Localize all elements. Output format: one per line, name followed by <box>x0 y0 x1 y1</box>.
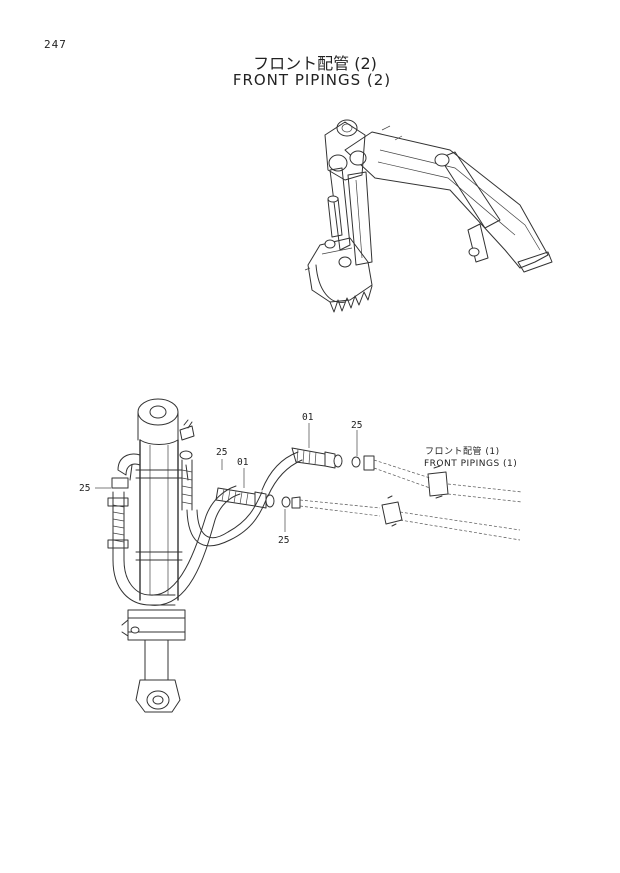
reference-label-japanese: フロント配管 (1) <box>425 445 500 457</box>
cylinder-hose-detail <box>107 398 523 713</box>
callout-oring-25-top: 25 <box>351 420 362 431</box>
page-number: 247 <box>44 38 67 51</box>
page-title-english: FRONT PIPINGS (2) <box>232 71 392 89</box>
callout-hose-01-mid: 01 <box>237 457 249 468</box>
callout-oring-25-mid: 25 <box>216 447 227 458</box>
callout-hose-01-top: 01 <box>302 412 314 423</box>
reference-label-english: FRONT PIPINGS (1) <box>424 459 517 469</box>
front-attachment-overview <box>304 119 553 313</box>
callout-leaders <box>95 423 358 532</box>
callout-oring-25-left: 25 <box>79 483 90 494</box>
callout-oring-25-bottom: 25 <box>278 535 289 546</box>
page-title-japanese: フロント配管 (2) <box>253 54 377 73</box>
